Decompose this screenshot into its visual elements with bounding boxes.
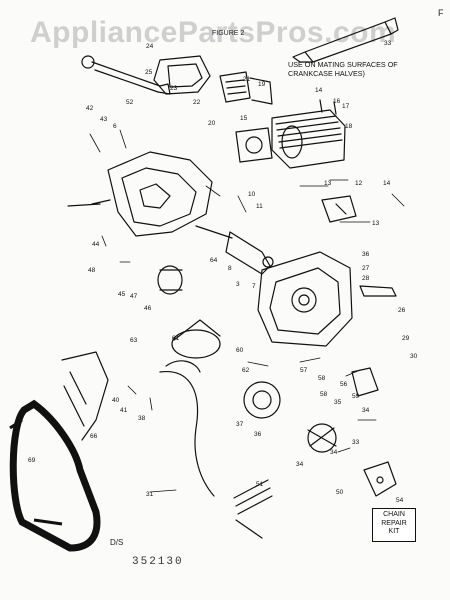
callout-41: 41: [120, 407, 128, 414]
callout-14: 14: [315, 87, 323, 94]
callout-37: 37: [236, 421, 244, 428]
figure-label: FIGURE 2: [212, 30, 245, 37]
callout-8: 8: [228, 265, 232, 272]
callout-56: 56: [340, 381, 348, 388]
callout-20: 20: [208, 120, 216, 127]
chain-segment-part[interactable]: [233, 479, 273, 539]
callout-17: 17: [342, 103, 350, 110]
kit-line-1: CHAIN: [383, 511, 405, 518]
sealant-tube-part[interactable]: [292, 17, 399, 63]
callout-35: 35: [334, 399, 342, 406]
callout-15: 15: [240, 115, 248, 122]
callout-38: 38: [138, 415, 146, 422]
callout-21: 21: [243, 76, 251, 83]
callout-61: 61: [172, 335, 180, 342]
callout-14b: 14: [383, 180, 391, 187]
callout-3: 3: [236, 281, 240, 288]
throttle-cable-part[interactable]: [159, 360, 215, 497]
callout-62: 62: [242, 367, 250, 374]
chain-repair-kit-box[interactable]: CHAIN REPAIR KIT: [372, 508, 416, 542]
callout-27: 27: [362, 265, 370, 272]
callout-43: 43: [100, 116, 108, 123]
callout-51: 51: [256, 481, 264, 488]
callout-34: 34: [362, 407, 370, 414]
callout-26: 26: [398, 307, 406, 314]
chain-brake-part[interactable]: [61, 351, 109, 441]
callout-10: 10: [248, 191, 256, 198]
callout-28: 28: [362, 275, 370, 282]
callout-54: 54: [396, 497, 404, 504]
watermark: AppliancePartsPros.com: [30, 16, 397, 49]
callout-34b: 34: [330, 449, 338, 456]
callout-11: 11: [256, 203, 263, 210]
crankcase-right-part[interactable]: [257, 251, 353, 347]
callout-33: 33: [384, 40, 392, 47]
callout-44: 44: [92, 241, 100, 248]
callout-24: 24: [146, 43, 154, 50]
callout-29: 29: [402, 335, 410, 342]
callout-7: 7: [252, 283, 256, 290]
callout-58b: 58: [320, 391, 328, 398]
callout-18: 18: [345, 123, 353, 130]
callout-30: 30: [410, 353, 418, 360]
callout-52: 52: [126, 99, 134, 106]
sprocket-cover-part[interactable]: [363, 461, 397, 497]
callout-58: 58: [318, 375, 326, 382]
callout-33b: 33: [352, 439, 360, 446]
callout-64: 64: [210, 257, 218, 264]
muffler-part[interactable]: [153, 55, 273, 105]
callout-31: 31: [146, 491, 154, 498]
callout-16: 16: [333, 98, 341, 105]
flywheel-part[interactable]: [157, 265, 221, 359]
callout-45: 45: [118, 291, 126, 298]
callout-66: 66: [90, 433, 98, 440]
sealant-note: USE ON MATING SURFACES OF CRANKCASE HALV…: [288, 60, 398, 78]
scrench-tool-part[interactable]: [81, 55, 171, 95]
page-mark: F: [438, 8, 444, 18]
callout-50: 50: [336, 489, 344, 496]
cylinder-part[interactable]: [271, 99, 346, 169]
callout-69: 69: [28, 457, 36, 464]
crankshaft-part[interactable]: [195, 225, 274, 275]
callout-13b: 13: [372, 220, 380, 227]
callout-57: 57: [300, 367, 308, 374]
kit-line-2: REPAIR: [381, 519, 407, 527]
drawing-number: 352130: [132, 556, 184, 568]
callout-12: 12: [355, 180, 363, 187]
callout-25: 25: [145, 69, 153, 76]
front-handle-part[interactable]: [9, 399, 101, 552]
callout-22: 22: [193, 99, 201, 106]
clutch-part[interactable]: [243, 381, 337, 453]
callout-13: 13: [324, 180, 332, 187]
callout-40: 40: [112, 397, 120, 404]
kit-line-3: KIT: [388, 528, 400, 535]
callout-36: 36: [362, 251, 370, 258]
crankcase-left-part[interactable]: [67, 151, 213, 237]
callout-60: 60: [236, 347, 244, 354]
callout-46: 46: [144, 305, 152, 312]
callout-23: 23: [170, 85, 178, 92]
oil-pump-part[interactable]: [321, 195, 397, 397]
callout-48: 48: [88, 267, 96, 274]
callout-63: 63: [130, 337, 138, 344]
callout-42: 42: [86, 105, 94, 112]
footer-code: D/S: [110, 538, 124, 547]
callout-36b: 36: [254, 431, 262, 438]
callout-19: 19: [258, 81, 266, 88]
callout-47: 47: [130, 293, 138, 300]
callout-34c: 34: [296, 461, 304, 468]
callout-6: 6: [113, 123, 117, 130]
callout-59: 59: [352, 393, 360, 400]
cylinder-gasket-part[interactable]: [235, 127, 273, 163]
